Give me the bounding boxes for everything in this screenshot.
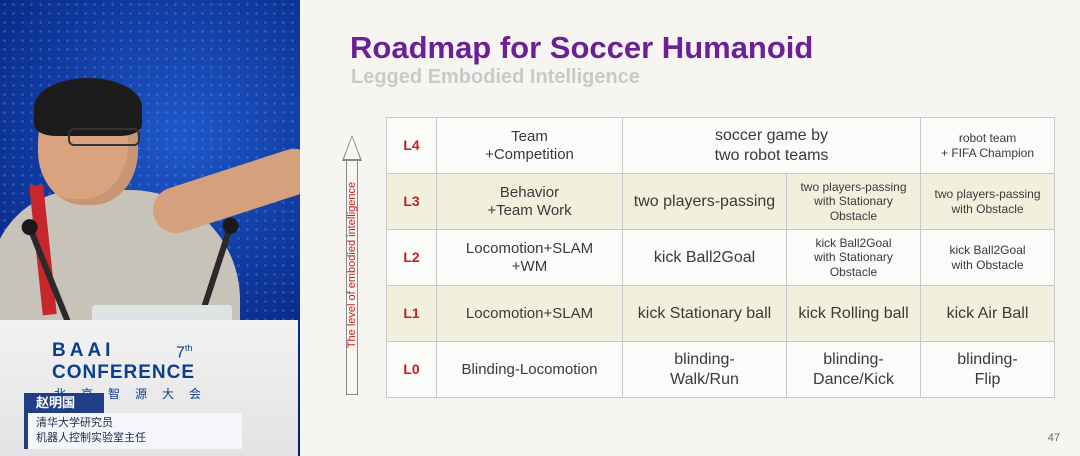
conference-edition: 7th [176, 343, 193, 362]
presentation-slide: Roadmap for Soccer Humanoid Legged Embod… [300, 0, 1080, 456]
table-row: L2 Locomotion+SLAM+WM kick Ball2Goal kic… [386, 229, 1056, 286]
task-cell: kick Ball2Goal [622, 229, 787, 286]
category-cell: Blinding-Locomotion [436, 341, 623, 398]
axis-shaft [346, 159, 358, 395]
category-cell: Behavior+Team Work [436, 173, 623, 230]
table-row: L3 Behavior+Team Work two players-passin… [386, 173, 1056, 230]
presenter-title-line2: 机器人控制实验室主任 [36, 432, 146, 444]
category-cell: Locomotion+SLAM [436, 285, 623, 342]
task-cell: kick Stationary ball [622, 285, 787, 342]
conference-logo: BAAI [52, 340, 115, 361]
page-number: 47 [1047, 432, 1060, 444]
slide-subtitle: Legged Embodied Intelligence [351, 66, 640, 88]
laptop [92, 305, 232, 323]
task-cell: kick Rolling ball [785, 285, 922, 342]
task-cell: two players-passing [622, 173, 787, 230]
task-cell: blinding-Dance/Kick [785, 341, 922, 398]
category-cell: Team+Competition [436, 117, 623, 174]
presenter-title: 清华大学研究员 机器人控制实验室主任 [24, 413, 242, 449]
level-cell: L0 [386, 341, 437, 398]
task-cell: blinding-Flip [920, 341, 1056, 398]
slide-title: Roadmap for Soccer Humanoid [350, 30, 814, 65]
level-cell: L4 [386, 117, 437, 174]
speaker-glasses [68, 128, 140, 146]
presenter-name: 赵明国 [24, 393, 104, 413]
table-row: L1 Locomotion+SLAM kick Stationary ball … [386, 285, 1056, 342]
speaker-hair [34, 78, 142, 136]
level-cell: L1 [386, 285, 437, 342]
speaker-video-panel: BAAI 7th CONFERENCE 北京智源大会 赵明国 清华大学研究员 机… [0, 0, 300, 456]
arrow-up-icon [342, 135, 362, 161]
task-cell: blinding-Walk/Run [622, 341, 787, 398]
intelligence-axis: The level of embodied intelligence [330, 135, 362, 395]
presenter-title-line1: 清华大学研究员 [36, 417, 113, 429]
category-cell: Locomotion+SLAM+WM [436, 229, 623, 286]
table-row: L0 Blinding-Locomotion blinding-Walk/Run… [386, 341, 1056, 398]
level-cell: L2 [386, 229, 437, 286]
task-cell: robot team+ FIFA Champion [920, 117, 1056, 174]
conference-word: CONFERENCE [52, 362, 196, 383]
level-cell: L3 [386, 173, 437, 230]
axis-label: The level of embodied intelligence [346, 181, 358, 349]
task-cell: kick Air Ball [920, 285, 1056, 342]
